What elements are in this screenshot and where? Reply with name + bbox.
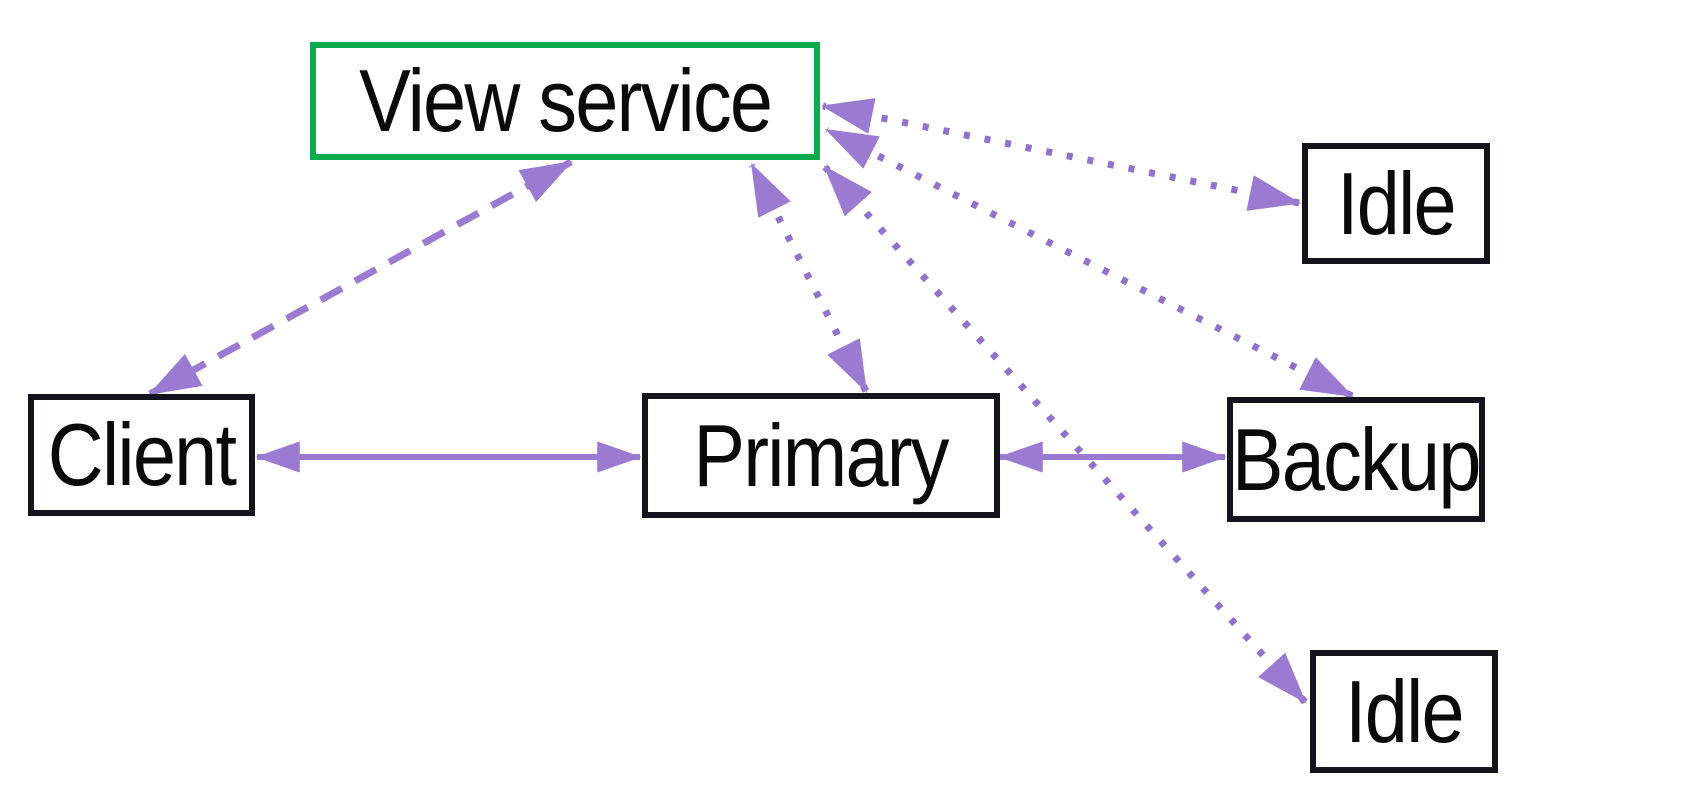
- edge-idle-bottom-view-service: [822, 164, 1308, 705]
- node-backup-label: Backup: [1232, 409, 1482, 509]
- node-backup: Backup: [1227, 397, 1485, 522]
- node-primary-label: Primary: [693, 405, 950, 505]
- node-client-label: Client: [47, 405, 237, 504]
- node-primary: Primary: [642, 393, 1000, 518]
- node-view-service: View service: [310, 42, 820, 160]
- edge-primary-view-service: [748, 163, 870, 393]
- node-idle-top-label: Idle: [1337, 153, 1457, 253]
- node-idle-bottom: Idle: [1310, 650, 1498, 773]
- node-idle-top: Idle: [1302, 143, 1490, 264]
- node-view-service-label: View service: [358, 51, 773, 150]
- edge-idle-top-view-service: [820, 98, 1302, 211]
- edge-backup-view-service: [825, 126, 1354, 400]
- edge-client-view-service: [148, 158, 573, 398]
- node-client: Client: [28, 394, 255, 516]
- node-idle-bottom-label: Idle: [1345, 661, 1465, 761]
